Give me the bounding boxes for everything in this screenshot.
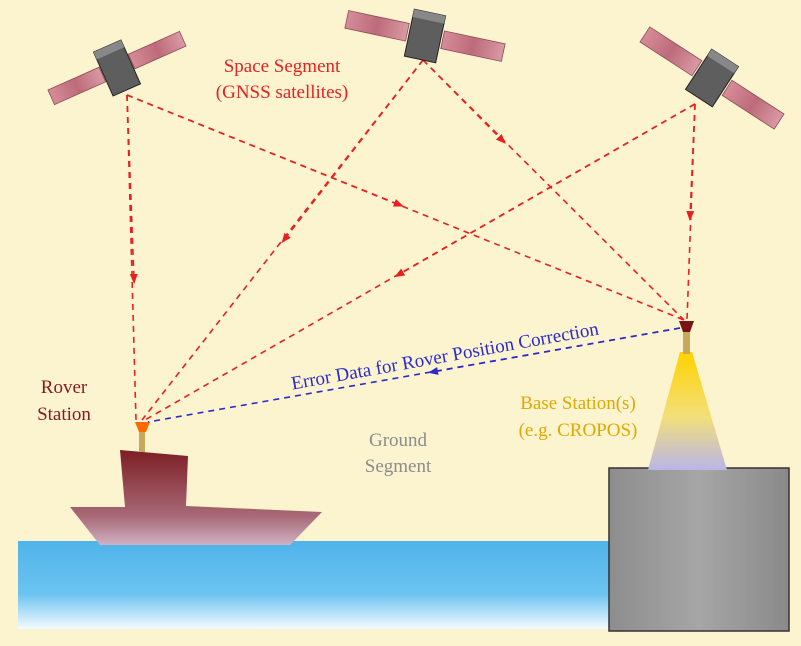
signal-sat3-rover	[144, 103, 696, 421]
satellite-2	[344, 8, 506, 64]
satellite-signals	[126, 59, 696, 421]
rover-station-label-line1: Rover	[41, 377, 88, 398]
correction-link	[147, 327, 681, 423]
base-station-beam	[648, 352, 727, 470]
space-segment-label-line1: Space Segment	[224, 56, 341, 77]
satellite-1-panel-left	[47, 66, 107, 106]
signal-sat2-base-arrow	[422, 59, 506, 144]
ship-hull	[70, 450, 322, 545]
rover-antenna	[135, 422, 150, 432]
signal-sat3-rover-arrow	[394, 103, 696, 277]
satellite-3-panel-right	[721, 79, 785, 130]
signal-sat1-rover-arrow	[126, 94, 138, 284]
base-station-label-line1: Base Station(s)	[520, 393, 636, 414]
base-station-mast	[683, 332, 690, 354]
correction-arrow	[428, 327, 681, 375]
ship-mast	[139, 432, 145, 452]
base-building	[608, 467, 790, 632]
ground-segment-label-line2: Segment	[365, 456, 432, 477]
satellite-3-panel-left	[639, 26, 703, 77]
satellite-3	[639, 26, 785, 130]
satellite-1	[47, 30, 187, 106]
satellite-1-panel-right	[127, 30, 187, 70]
rover-station-label-line2: Station	[37, 404, 91, 425]
ground-segment-label-line1: Ground	[369, 430, 428, 451]
satellite-2-panel-right	[440, 30, 506, 62]
water	[18, 541, 614, 629]
signal-sat2-rover-arrow	[281, 59, 424, 244]
space-segment-label-line2: (GNSS satellites)	[216, 82, 348, 103]
signal-sat1-base-arrow	[126, 94, 404, 207]
signal-sat3-base-arrow	[686, 103, 696, 221]
base-station-antenna	[679, 321, 694, 332]
base-station-label-line2: (e.g. CROPOS)	[519, 420, 638, 441]
satellite-2-panel-left	[344, 10, 410, 42]
